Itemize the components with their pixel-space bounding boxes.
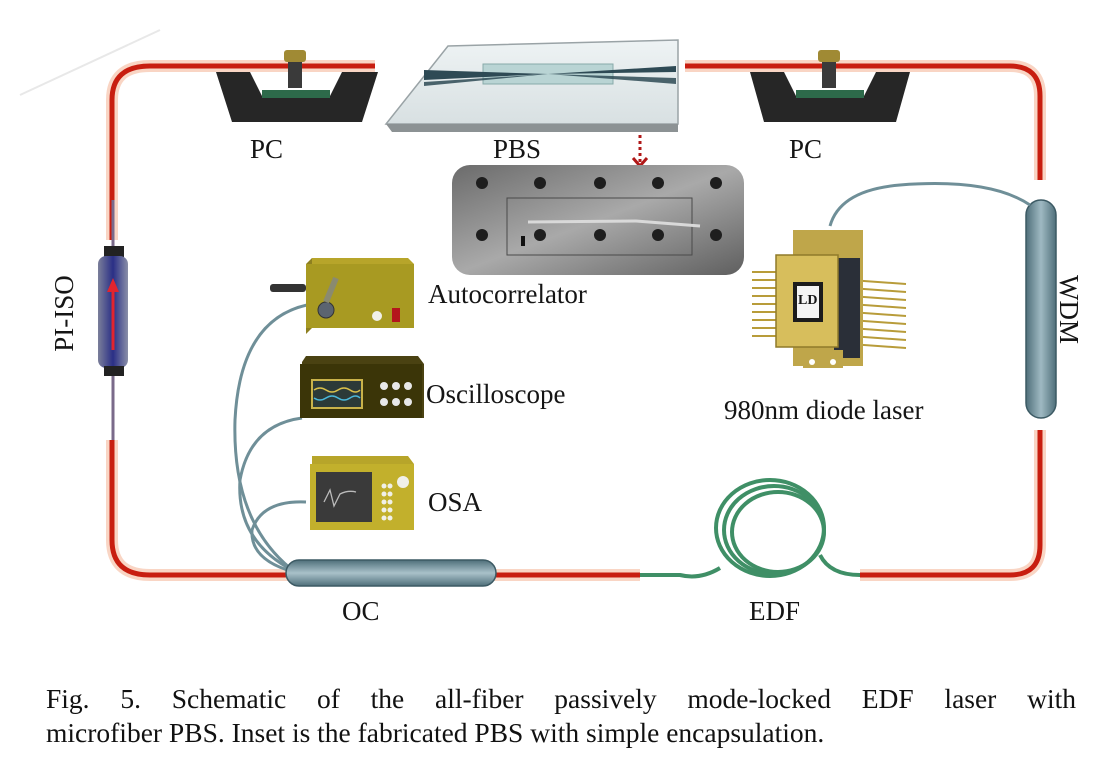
label-pi-iso: PI-ISO — [48, 275, 79, 352]
label-autocorrelator: Autocorrelator — [428, 279, 587, 309]
label-edf: EDF — [749, 596, 801, 626]
figure-caption: Fig. 5. Schematic of the all-fiber passi… — [46, 682, 1076, 750]
edf-coil — [640, 478, 861, 579]
caption-line-1: Fig. 5. Schematic of the all-fiber passi… — [46, 683, 1076, 714]
label-pc-right: PC — [789, 134, 823, 164]
oscilloscope-device — [300, 356, 424, 418]
label-ld-chip: LD — [798, 293, 818, 308]
pbs-glass-slide — [384, 39, 679, 132]
fiber-ring — [106, 60, 1046, 581]
polarization-controller-right — [750, 50, 910, 122]
polarization-controller-left — [216, 50, 378, 122]
output-coupler — [285, 559, 497, 587]
inset-pointer-arrow — [631, 135, 649, 169]
label-wdm: WDM — [1054, 275, 1084, 344]
instrument-pigtails — [233, 303, 308, 574]
pbs-inset-photo — [452, 165, 744, 275]
label-pbs: PBS — [493, 134, 542, 164]
caption-line-2: microfiber PBS. Inset is the fabricated … — [46, 717, 825, 748]
diode-laser-980nm — [752, 230, 907, 368]
laser-schematic — [19, 29, 1057, 587]
label-oscilloscope: Oscilloscope — [426, 379, 566, 409]
label-diode-laser: 980nm diode laser — [724, 395, 924, 425]
wdm-coupler — [1025, 199, 1057, 419]
pi-isolator — [98, 200, 128, 440]
osa-device — [310, 456, 414, 530]
autocorrelator-device — [270, 258, 414, 334]
pump-pigtail — [828, 182, 1031, 227]
label-pc-left: PC — [250, 134, 284, 164]
label-oc: OC — [342, 596, 380, 626]
label-osa: OSA — [428, 487, 483, 517]
decorative-line — [19, 29, 161, 96]
